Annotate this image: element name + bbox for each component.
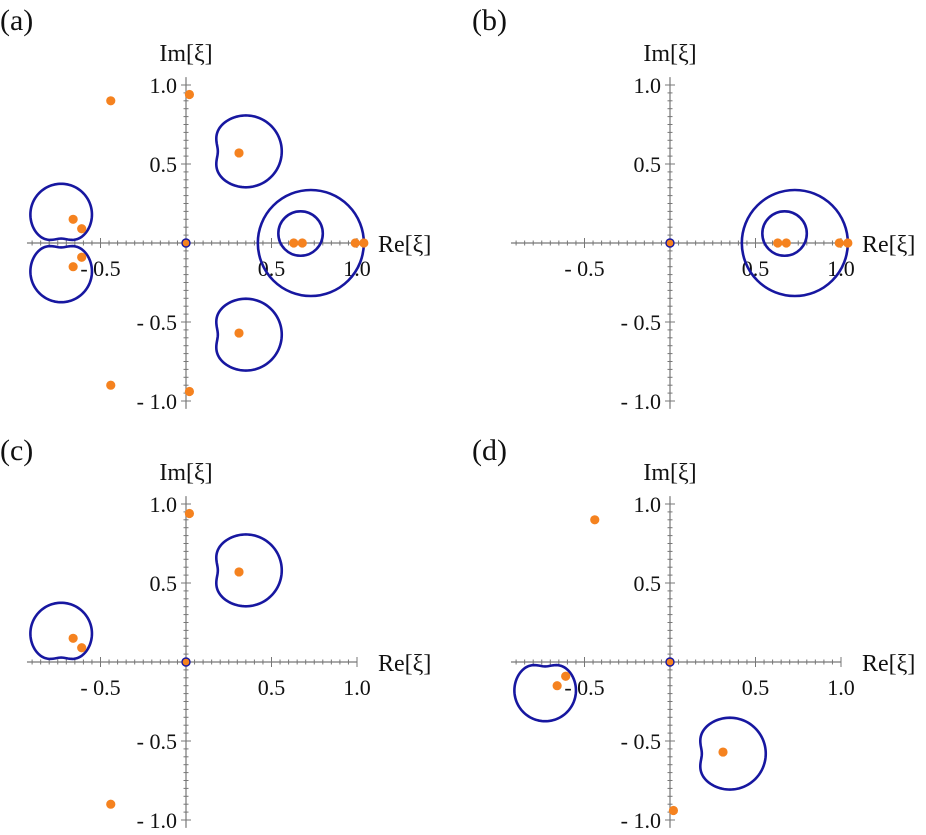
y-tick-label: 1.0 [634,492,662,517]
data-point [843,238,853,248]
data-point [77,224,87,234]
x-tick-label: - 0.5 [564,256,604,281]
data-point [234,328,244,338]
y-axis-title: Im[ξ] [159,460,212,486]
data-point [834,238,844,248]
contour-curve [513,663,578,723]
contour-curve [214,297,284,372]
data-point [297,238,307,248]
contour-curve [214,114,284,189]
x-tick-label: - 0.5 [80,256,120,281]
y-tick-label: 1.0 [150,73,178,98]
data-point [77,643,87,653]
panel-c: (c) - 0.5 0.5 1.0 1.0 0.5 - 0.5 - 1.0 Re[ξ] Im[ξ] [0,434,431,833]
panel-label: (b) [472,4,507,37]
x-tick-label: 1.0 [827,675,855,700]
x-tick-label: 0.5 [742,675,770,700]
panel-d: (d) - 0.5 0.5 1.0 1.0 0.5 - 0.5 - 1.0 Re[ξ] Im[ξ] [472,434,915,833]
y-axis-title: Im[ξ] [159,41,212,67]
y-tick-label: 0.5 [150,152,178,177]
contour-curve [277,209,325,258]
data-point [289,238,299,248]
data-point [184,89,195,100]
panel-label: (c) [0,434,33,467]
data-point [184,386,195,397]
data-point [665,238,675,248]
data-point [106,380,116,390]
data-point [234,148,244,158]
data-point [181,238,191,248]
contour-curve [29,244,94,304]
y-axis-title: Im[ξ] [643,460,696,486]
y-tick-label: 0.5 [634,571,662,596]
panel-label: (a) [0,4,33,37]
x-axis-title: Re[ξ] [862,232,915,258]
data-point [773,238,783,248]
data-point [350,238,360,248]
x-axis-title: Re[ξ] [378,232,431,258]
data-point [665,657,675,667]
contour-curve [698,716,768,791]
contour-curve [29,182,94,242]
contour-curve [214,533,284,608]
y-tick-label: - 0.5 [621,310,661,335]
y-tick-label: - 1.0 [621,389,661,414]
panel-label: (d) [472,434,507,467]
y-tick-label: - 1.0 [137,389,177,414]
data-point [68,214,78,224]
data-point [68,262,78,272]
data-point [668,805,679,816]
x-tick-label: - 0.5 [564,675,604,700]
y-tick-label: 0.5 [634,152,662,177]
y-axis-title: Im[ξ] [643,41,696,67]
y-tick-label: - 1.0 [621,808,661,833]
y-tick-label: 0.5 [150,571,178,596]
data-point [106,96,116,106]
data-point [181,657,191,667]
x-tick-label: - 0.5 [80,675,120,700]
contour-curve [29,601,94,661]
data-point [77,252,87,262]
data-point [552,681,562,691]
y-tick-label: - 0.5 [621,729,661,754]
x-tick-label: 0.5 [258,675,286,700]
y-tick-label: 1.0 [634,73,662,98]
y-tick-label: - 0.5 [137,729,177,754]
data-point [718,747,728,757]
x-tick-label: 1.0 [343,675,371,700]
y-tick-label: 1.0 [150,492,178,517]
data-point [590,515,600,525]
data-point [184,508,195,519]
data-point [359,238,369,248]
x-axis-title: Re[ξ] [378,651,431,677]
data-point [234,567,244,577]
data-point [68,633,78,643]
x-axis-title: Re[ξ] [862,651,915,677]
data-point [781,238,791,248]
data-point [561,671,571,681]
y-tick-label: - 1.0 [137,808,177,833]
y-tick-label: - 0.5 [137,310,177,335]
data-point [106,799,116,809]
contour-curve [761,209,809,258]
